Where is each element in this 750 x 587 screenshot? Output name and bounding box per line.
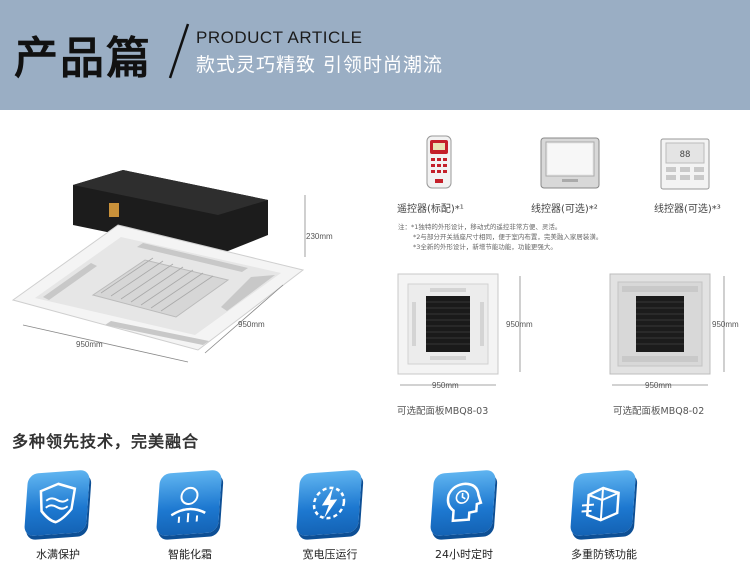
note-line-3: *3全新的外形设计，新增节能功能，功能更强大。 xyxy=(413,243,557,251)
timer-head-icon xyxy=(429,469,497,537)
banner-title: 产品篇 xyxy=(14,33,152,84)
panel-1-caption: 可选配面板MBQ8-03 xyxy=(397,406,489,417)
panel-2-width-label: 950mm xyxy=(645,381,672,390)
panel-2-caption: 可选配面板MBQ8-02 xyxy=(613,406,705,417)
panel-mbq8-02-image xyxy=(609,273,725,386)
section-title: 多种领先技术，完美融合 xyxy=(12,432,200,451)
dimension-depth-label: 950mm xyxy=(238,320,265,329)
panel-1-width-label: 950mm xyxy=(432,381,459,390)
feature-label: 宽电压运行 xyxy=(302,548,358,561)
defrost-icon xyxy=(155,469,223,537)
feature-anti-rust: 多重防锈功能 xyxy=(564,469,644,562)
wired-controller-image-1 xyxy=(540,137,600,189)
feature-wide-voltage: 宽电压运行 xyxy=(290,469,370,562)
controller-label-wired-1: 线控器(可选)*² xyxy=(531,204,598,215)
panel-mbq8-03-image xyxy=(397,273,521,386)
controller-notes: 注：*1独特的外形设计，移动式的遥控非常方便、灵活。 *2与部分开关插座尺寸相同… xyxy=(398,222,728,252)
note-line-1: 注：*1独特的外形设计，移动式的遥控非常方便、灵活。 xyxy=(398,223,562,231)
remote-control-image xyxy=(426,135,452,189)
water-shield-icon xyxy=(23,469,91,537)
cassette-unit-image xyxy=(11,170,306,363)
banner-subtitle-cn: 款式灵巧精致 引领时尚潮流 xyxy=(196,54,444,76)
wired-controller-image-2: 88 xyxy=(660,138,710,190)
banner-subtitle-en: PRODUCT ARTICLE xyxy=(196,28,363,47)
panel-1-height-label: 950mm xyxy=(506,320,533,329)
feature-24h-timer: 24小时定时 xyxy=(424,469,504,562)
note-line-2: *2与部分开关插座尺寸相同，便于室内布置，完美融入家居装潢。 xyxy=(413,233,603,241)
dimension-width-label: 950mm xyxy=(76,340,103,349)
dimension-height-label: 230mm xyxy=(306,232,333,241)
feature-label: 水满保护 xyxy=(36,548,80,561)
panel-2-height-label: 950mm xyxy=(712,320,739,329)
voltage-icon xyxy=(295,469,363,537)
anti-rust-icon xyxy=(569,469,637,537)
feature-label: 24小时定时 xyxy=(435,548,493,561)
feature-water-protection: 水满保护 xyxy=(18,469,98,562)
svg-text:88: 88 xyxy=(680,150,691,160)
controller-label-wired-2: 线控器(可选)*³ xyxy=(654,204,721,215)
feature-label: 多重防锈功能 xyxy=(571,548,637,561)
controller-label-remote: 遥控器(标配)*¹ xyxy=(397,204,464,215)
header-banner: 产品篇 PRODUCT ARTICLE 款式灵巧精致 引领时尚潮流 xyxy=(0,0,750,110)
feature-label: 智能化霜 xyxy=(168,548,212,561)
slash-divider-icon xyxy=(168,23,190,79)
feature-smart-defrost: 智能化霜 xyxy=(150,469,230,562)
